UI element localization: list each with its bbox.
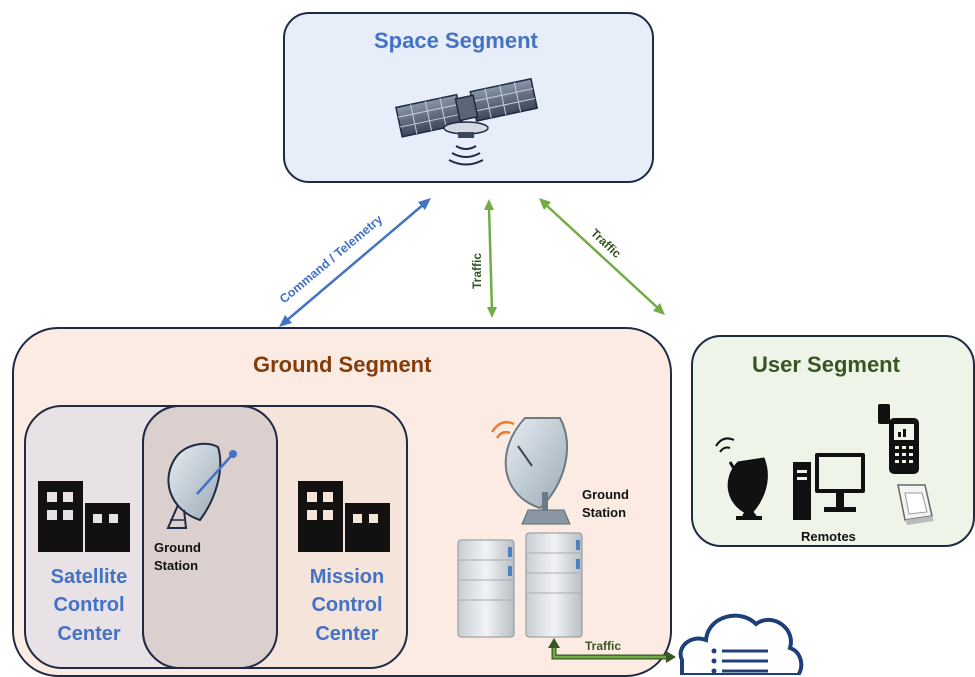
traffic-user-arrow [539,198,665,315]
ground-segment-title: Ground Segment [253,352,432,377]
command-telemetry-label: Command / Telemetry [277,212,385,306]
satellite-control-center-label: Satellite Control Center [50,566,128,645]
mobile-phone-icon [878,404,919,474]
traffic-cloud-label: Traffic [585,639,621,653]
server-icon [525,532,583,638]
computer-icon [793,453,865,520]
satellite-icon [395,77,539,166]
remotes-label: Remotes [801,529,856,544]
cloud-icon [678,613,804,675]
user-segment-title: User Segment [752,352,900,377]
terminal-device-icon [897,484,934,525]
mission-control-building-icon [298,481,390,552]
traffic-cloud-arrow [548,638,676,663]
user-dish-icon [715,437,768,520]
traffic-ground-label: Traffic [470,253,484,289]
traffic-ground-arrow [484,199,497,318]
inner-ground-station-label: Ground Station [154,540,201,573]
command-telemetry-arrow [279,198,431,327]
server-icon [457,539,515,638]
inner-ground-station-dish-icon [166,442,237,529]
traffic-user-label: Traffic [588,226,624,261]
ground-station-label: Ground Station [582,487,629,520]
mission-control-center-label: Mission Control Center [309,566,385,645]
ground-station-dish-icon [490,417,571,525]
space-segment-title: Space Segment [374,28,538,53]
satellite-control-building-icon [38,481,130,552]
